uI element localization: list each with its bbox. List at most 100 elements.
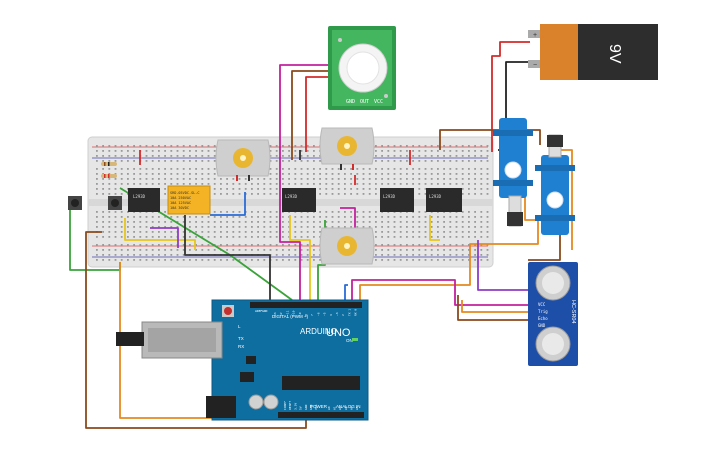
breadboard-hole — [399, 173, 402, 175]
breadboard-hole — [474, 188, 476, 190]
breadboard-hole — [399, 226, 402, 228]
breadboard-hole — [195, 236, 197, 238]
breadboard-hole — [337, 226, 340, 228]
breadboard-hole — [282, 244, 284, 246]
breadboard-hole — [387, 173, 390, 175]
breadboard-hole — [96, 193, 98, 195]
breadboard-hole — [275, 160, 278, 162]
breadboard-hole — [424, 193, 427, 195]
breadboard-hole — [430, 173, 433, 175]
breadboard-hole — [474, 193, 476, 195]
breadboard-hole — [387, 254, 390, 256]
breadboard-hole — [176, 254, 179, 256]
breadboard-hole — [468, 254, 470, 256]
breadboard-hole — [151, 145, 154, 147]
breadboard-hole — [176, 216, 179, 218]
breadboard-hole — [443, 216, 445, 218]
breadboard-hole — [306, 178, 309, 180]
breadboard-hole — [189, 221, 191, 223]
breadboard-hole — [275, 249, 278, 251]
breadboard-hole — [356, 211, 359, 213]
breadboard-hole — [189, 150, 191, 152]
breadboard-hole — [437, 155, 439, 157]
breadboard-hole — [325, 188, 328, 190]
breadboard-hole — [368, 168, 371, 170]
breadboard-hole — [282, 221, 284, 223]
breadboard-hole — [145, 160, 148, 162]
breadboard-hole — [96, 183, 98, 185]
breadboard-hole — [486, 216, 489, 218]
breadboard-hole — [176, 259, 179, 261]
breadboard-hole — [474, 226, 476, 228]
breadboard-hole — [263, 178, 266, 180]
breadboard-hole — [486, 168, 489, 170]
breadboard-hole — [120, 178, 123, 180]
breadboard-hole — [306, 183, 309, 185]
breadboard-hole — [418, 193, 421, 195]
breadboard-hole — [127, 249, 129, 251]
breadboard-hole — [282, 155, 284, 157]
breadboard-hole — [120, 150, 123, 152]
wire-brown-us — [457, 295, 530, 321]
breadboard-hole — [319, 173, 321, 175]
breadboard-hole — [158, 178, 160, 180]
breadboard-hole — [114, 216, 117, 218]
breadboard-hole — [468, 155, 470, 157]
breadboard-hole — [275, 155, 278, 157]
breadboard-hole — [127, 244, 129, 246]
breadboard-hole — [344, 168, 346, 170]
arduino-digital-pin-8: ~5 — [323, 312, 327, 316]
breadboard-hole — [294, 173, 297, 175]
breadboard-hole — [275, 178, 278, 180]
breadboard-hole — [213, 145, 216, 147]
breadboard-hole — [344, 173, 346, 175]
breadboard-hole — [164, 193, 166, 195]
breadboard-hole — [133, 155, 135, 157]
breadboard-hole — [399, 231, 402, 233]
breadboard-hole — [127, 211, 129, 213]
breadboard-hole — [393, 160, 396, 162]
breadboard-hole — [424, 221, 427, 223]
breadboard-hole — [437, 216, 439, 218]
breadboard-hole — [375, 211, 377, 213]
breadboard-hole — [430, 145, 433, 147]
breadboard-hole — [182, 236, 185, 238]
breadboard-hole — [381, 183, 383, 185]
breadboard-hole — [232, 188, 235, 190]
breadboard-hole — [393, 145, 396, 147]
breadboard-hole — [201, 244, 204, 246]
breadboard-hole — [300, 231, 303, 233]
breadboard-hole — [443, 160, 445, 162]
breadboard-hole — [461, 249, 464, 251]
breadboard-hole — [300, 150, 303, 152]
breadboard-hole — [449, 183, 452, 185]
wire-yellow-3 — [429, 215, 440, 241]
breadboard-hole — [468, 249, 470, 251]
breadboard-hole — [257, 216, 259, 218]
breadboard-hole — [251, 216, 253, 218]
breadboard-hole — [461, 244, 464, 246]
breadboard-hole — [412, 168, 414, 170]
arduino-power-label: POWER — [310, 404, 328, 409]
breadboard-hole — [337, 188, 340, 190]
breadboard-hole — [244, 216, 247, 218]
breadboard-hole — [226, 249, 228, 251]
breadboard-hole — [356, 183, 359, 185]
push-button-2[interactable] — [108, 196, 122, 210]
push-button-1[interactable] — [68, 196, 82, 210]
breadboard-hole — [226, 183, 228, 185]
breadboard-hole — [393, 178, 396, 180]
breadboard-hole — [251, 188, 253, 190]
breadboard-hole — [430, 183, 433, 185]
breadboard-hole — [102, 254, 104, 256]
breadboard-hole — [313, 226, 315, 228]
breadboard-hole — [114, 226, 117, 228]
breadboard-hole — [368, 178, 371, 180]
breadboard-hole — [195, 231, 197, 233]
breadboard-hole — [331, 221, 334, 223]
breadboard-hole — [275, 216, 278, 218]
breadboard-hole — [176, 145, 179, 147]
breadboard-hole — [275, 254, 278, 256]
breadboard-hole — [480, 221, 483, 223]
